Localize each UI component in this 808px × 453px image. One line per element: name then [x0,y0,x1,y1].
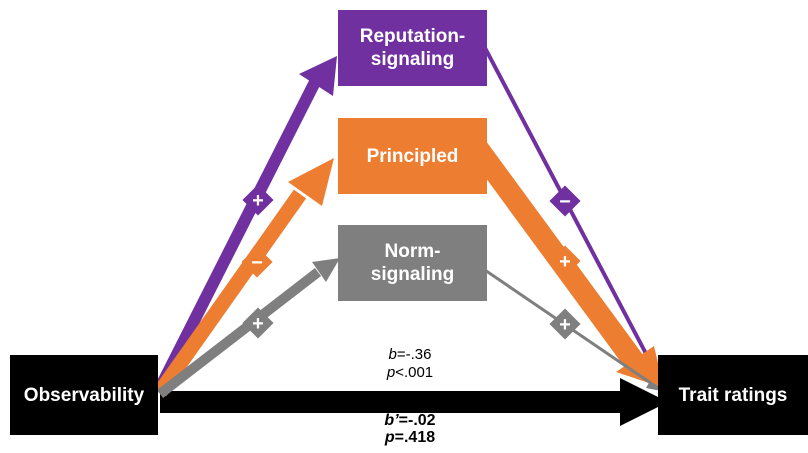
principled-a-sign: − [241,246,273,278]
total-effect-p: p<.001 [386,364,434,381]
observability-label: Observability [23,384,145,406]
svg-text:−: − [251,252,263,274]
direct-path-arrow [160,378,668,426]
reputation-signaling-node: Reputation- signaling [338,10,487,86]
norm-signaling-node: Norm- signaling [338,225,487,301]
trait-ratings-node: Trait ratings [658,355,808,435]
reputation-a-path-arrow [152,56,337,395]
reputation-b-path-arrow [482,45,668,392]
trait-ratings-label: Trait ratings [678,384,788,406]
norm-b-sign: + [549,308,581,340]
principled-node: Principled [338,118,487,194]
direct-effect-p: p=.418 [384,429,436,446]
observability-node: Observability [10,355,158,435]
svg-text:−: − [559,191,571,213]
total-effect-b: b=-.36 [388,346,432,363]
reputation-a-sign: + [242,184,274,216]
reputation-signaling-label-line2: signaling [370,49,455,70]
svg-text:+: + [252,313,264,335]
norm-a-sign: + [242,307,274,339]
svg-text:+: + [559,251,571,273]
reputation-signaling-label-line1: Reputation- [359,26,466,47]
norm-signaling-label-line1: Norm- [384,241,441,262]
principled-a-path-arrow [153,158,334,397]
direct-effect-b: b’=-.02 [384,412,436,429]
norm-signaling-label-line2: signaling [370,264,455,285]
svg-text:+: + [252,190,264,212]
reputation-b-sign: − [549,185,581,217]
svg-text:+: + [559,314,571,336]
principled-label: Principled [366,145,459,167]
norm-a-path-arrow [156,258,340,398]
